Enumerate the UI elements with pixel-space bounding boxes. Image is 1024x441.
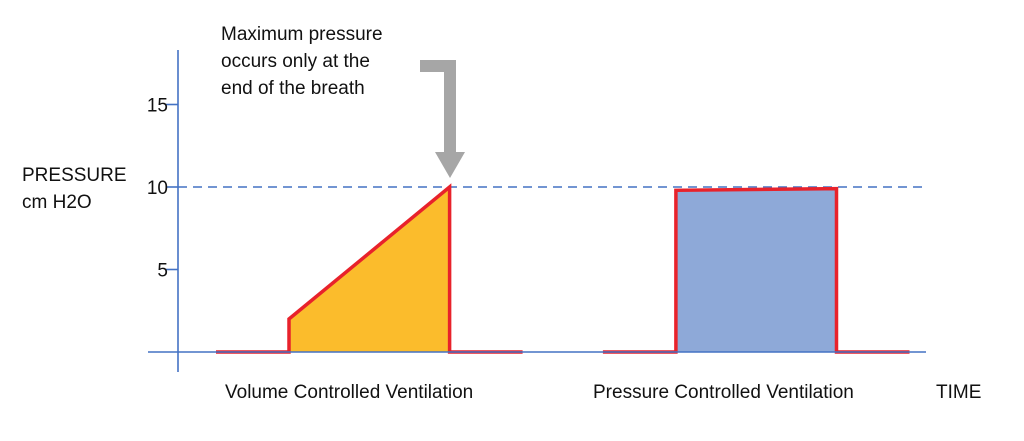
annotation-line-1: Maximum pressure — [221, 24, 383, 45]
annotation-arrow-icon — [420, 60, 465, 178]
y-tick-label-15: 15 — [147, 96, 168, 117]
y-tick-label-5: 5 — [157, 261, 168, 282]
annotation-line-2: occurs only at the — [221, 51, 370, 72]
y-axis-label-line-2: cm H2O — [22, 192, 92, 213]
series-label-pressure-controlled: Pressure Controlled Ventilation — [593, 382, 854, 403]
series-label-volume-controlled: Volume Controlled Ventilation — [225, 382, 473, 403]
y-axis-label-line-1: PRESSURE — [22, 165, 127, 186]
annotation-line-3: end of the breath — [221, 78, 365, 99]
series-fill-pressure-controlled — [675, 188, 837, 352]
x-axis-label: TIME — [936, 382, 981, 403]
y-tick-label-10: 10 — [147, 178, 168, 199]
series-fill-volume-controlled — [289, 187, 450, 352]
